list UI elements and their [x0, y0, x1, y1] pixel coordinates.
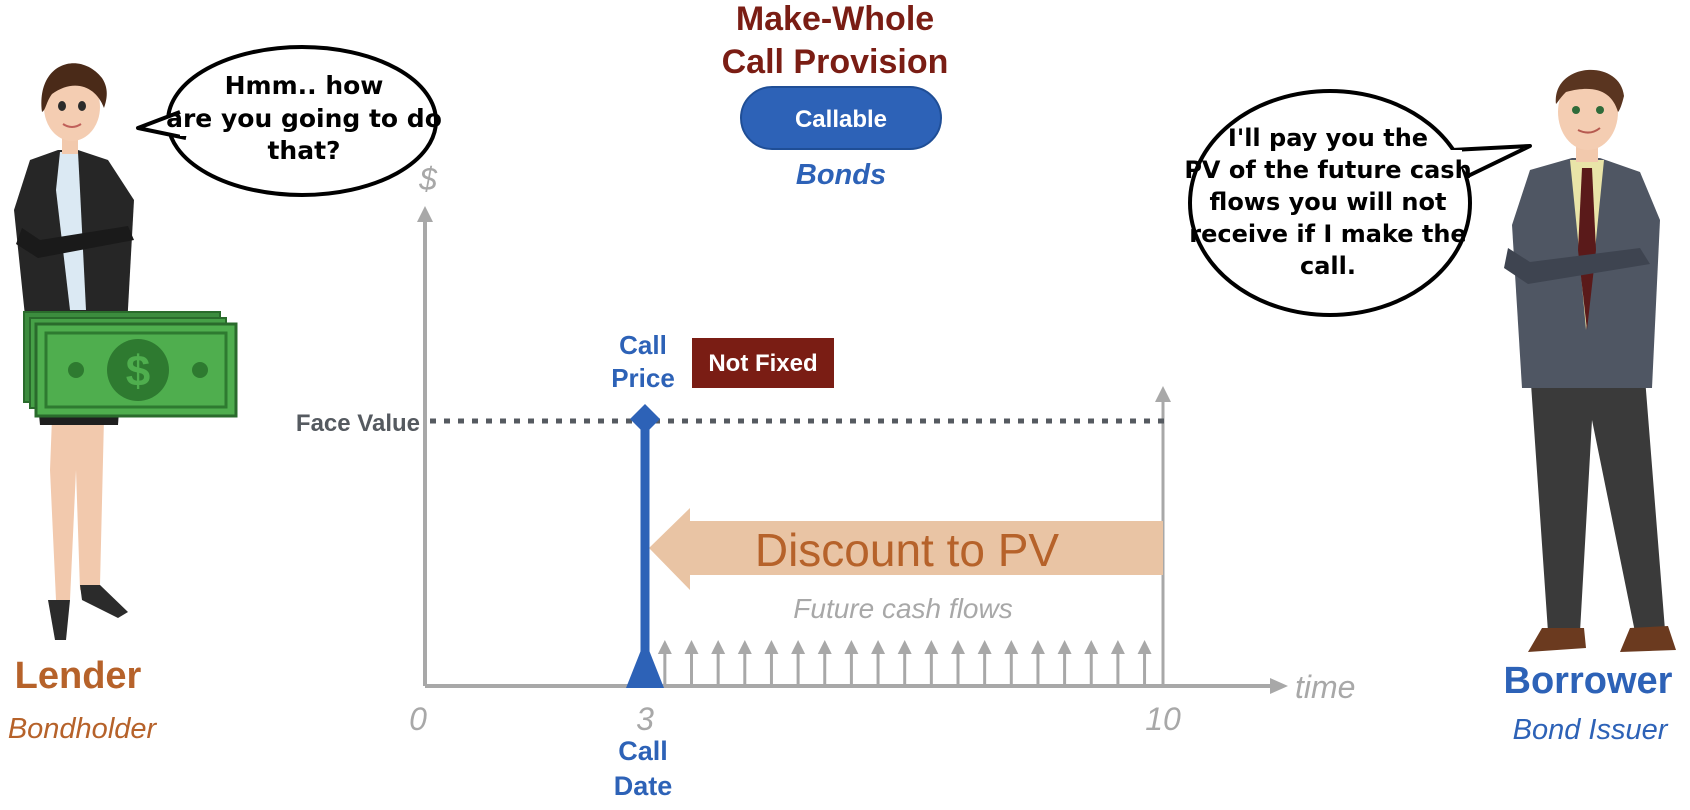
- cash-flow-arrowhead: [657, 640, 672, 654]
- tick-label-3: 3: [636, 701, 654, 737]
- lender-speech-line-3: that?: [267, 136, 340, 165]
- callable-badge-label: Callable: [795, 106, 887, 133]
- borrower-speech-line-2: PV of the future cash: [1184, 156, 1471, 184]
- cash-dot-left: [68, 362, 84, 378]
- lender-shoe-left: [48, 600, 70, 640]
- borrower-hair: [1555, 69, 1624, 112]
- borrower-eye-left: [1572, 106, 1580, 114]
- borrower-illustration: [1504, 69, 1676, 652]
- dollar-sign-icon: $: [126, 347, 150, 396]
- subtitle-bonds: Bonds: [796, 159, 886, 191]
- borrower-shoe-right: [1620, 626, 1676, 652]
- borrower-subtitle: Bond Issuer: [1513, 714, 1669, 746]
- cash-flow-arrowhead: [924, 640, 939, 654]
- lender-subtitle: Bondholder: [8, 713, 158, 745]
- lender-shirt: [56, 152, 86, 310]
- lender-eye-right: [78, 101, 86, 111]
- borrower-face: [1558, 74, 1618, 150]
- borrower-arms: [1504, 248, 1650, 284]
- not-fixed-badge: [692, 338, 834, 388]
- cash-flow-arrowhead: [1137, 640, 1152, 654]
- call-price-marker: [630, 404, 660, 434]
- lender-speech-line-1: Hmm.. how: [225, 71, 384, 100]
- x-axis-arrowhead: [1270, 678, 1288, 694]
- lender-arms: [16, 226, 134, 258]
- borrower-speech-line-1: I'll pay you the: [1228, 124, 1428, 152]
- cash-flow-arrowhead: [1030, 640, 1045, 654]
- borrower-speech-line-3: flows you will not: [1210, 188, 1447, 216]
- cash-seal: [107, 339, 169, 401]
- call-date-line-2: Date: [614, 771, 673, 801]
- borrower-tail-mask: [1448, 150, 1462, 174]
- cash-flow-arrowhead: [1084, 640, 1099, 654]
- lender-illustration: $: [14, 63, 238, 640]
- call-price-line-1: Call: [619, 330, 667, 360]
- tick-label-0: 0: [409, 701, 427, 737]
- title-line-1: Make-Whole: [736, 0, 934, 38]
- borrower-mouth: [1577, 127, 1601, 134]
- cash-flow-arrowhead: [951, 640, 965, 654]
- lender-shoe-right: [80, 585, 128, 618]
- y-axis-arrowhead: [417, 206, 433, 222]
- call-date-line-1: Call: [618, 736, 668, 766]
- cash-flow-arrowhead: [871, 640, 886, 654]
- cash-flow-arrowhead: [711, 640, 726, 654]
- discount-arrow: [649, 508, 1163, 590]
- cash-flow-arrowhead: [791, 640, 806, 654]
- cash-flow-arrowhead: [1110, 640, 1125, 654]
- cash-flow-arrowhead: [684, 640, 699, 654]
- face-value-label: Face Value: [296, 410, 420, 437]
- tick-label-10: 10: [1145, 701, 1181, 737]
- cash-flow-arrowhead: [977, 640, 992, 654]
- cash-dot-right: [192, 362, 208, 378]
- lender-speech-line-2: are you going to do: [166, 104, 442, 133]
- borrower-tie: [1578, 168, 1596, 330]
- borrower-trousers: [1528, 340, 1665, 632]
- future-cash-flows-label: Future cash flows: [793, 593, 1012, 624]
- cash-flow-arrowhead: [817, 640, 832, 654]
- call-price-line-2: Price: [611, 363, 675, 393]
- borrower-speech-tail: [1451, 144, 1532, 178]
- cash-bill-inner-border: [44, 331, 228, 409]
- lender-legs: [50, 418, 104, 600]
- lender-eye-left: [58, 101, 66, 111]
- cash-flow-arrowhead: [1004, 640, 1019, 654]
- cash-flow-arrowhead: [844, 640, 859, 654]
- borrower-eye-right: [1596, 106, 1604, 114]
- cash-flow-arrows: [657, 640, 1152, 684]
- call-date-marker: [626, 640, 664, 688]
- borrower-title: Borrower: [1504, 660, 1673, 702]
- lender-mouth: [62, 123, 82, 128]
- cash-flow-arrowhead: [737, 640, 752, 654]
- y-axis-label: $: [418, 161, 438, 197]
- lender-hair: [41, 63, 107, 112]
- discount-label: Discount to PV: [755, 524, 1060, 576]
- x-axis-label: time: [1295, 669, 1355, 705]
- borrower-speech-bubble: [1188, 89, 1472, 317]
- cash-flow-arrowhead: [764, 640, 779, 654]
- borrower-speech-line-5: call.: [1300, 252, 1356, 280]
- lender-tail-mask: [180, 114, 192, 136]
- cash-flow-arrowhead: [1057, 640, 1072, 654]
- title-line-2: Call Provision: [722, 43, 949, 81]
- lender-speech-tail: [136, 110, 187, 140]
- borrower-speech-line-4: receive if I make the: [1189, 220, 1466, 248]
- callable-badge: [740, 86, 942, 150]
- borrower-shoe-left: [1528, 628, 1586, 652]
- not-fixed-label: Not Fixed: [708, 350, 817, 377]
- lender-title: Lender: [15, 655, 142, 697]
- cash-flow-arrowhead: [897, 640, 912, 654]
- maturity-arrowhead: [1155, 386, 1171, 402]
